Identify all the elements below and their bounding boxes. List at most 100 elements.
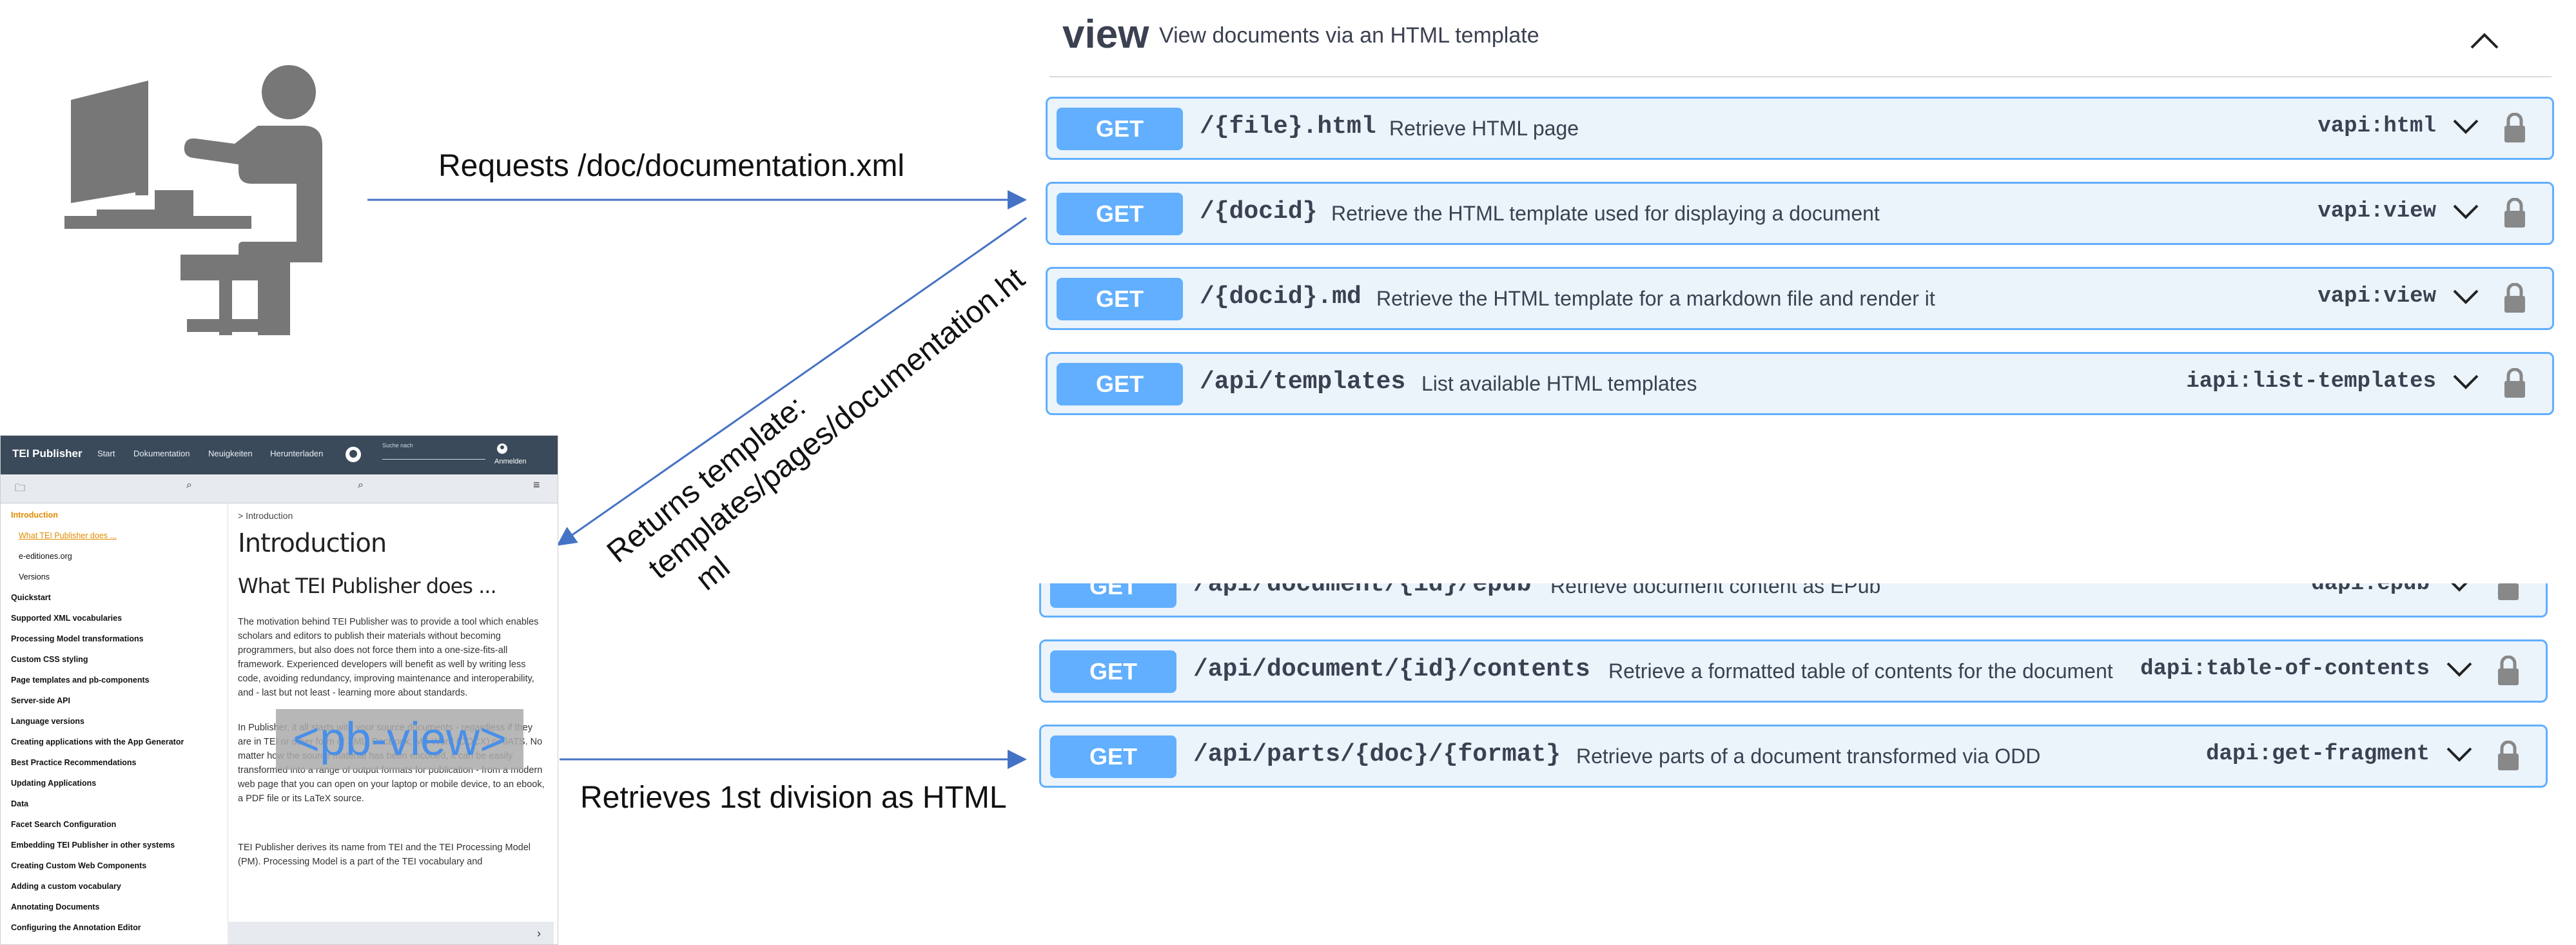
toc-item[interactable]: Embedding TEI Publisher in other systems (11, 841, 175, 850)
fragment-arrow-label: Retrieves 1st division as HTML (580, 781, 1007, 815)
nav-link[interactable]: Herunterladen (270, 449, 324, 458)
operation-summary: Retrieve HTML page (1389, 117, 1579, 140)
toc-item[interactable]: Quickstart (11, 593, 51, 602)
app-toolbar: 🗀 ⌕ ⌕ ≡ (1, 474, 558, 503)
nav-link[interactable]: Neuigkeiten (208, 449, 253, 458)
toc-item[interactable]: e-editiones.org (19, 552, 72, 561)
zoom-icon[interactable]: ⌕ (358, 480, 364, 491)
nav-link[interactable]: Start (97, 449, 115, 458)
toc-item[interactable]: What TEI Publisher does ... (19, 531, 117, 540)
search-icon[interactable]: ⌕ (186, 480, 192, 491)
document-paragraph: TEI Publisher derives its name from TEI … (238, 843, 531, 867)
toc-item[interactable]: Page templates and pb-components (11, 676, 150, 685)
operation-id: vapi:view (2317, 284, 2436, 309)
toc-item[interactable]: Updating Applications (11, 779, 97, 788)
operation-row[interactable]: GET /{docid} Retrieve the HTML template … (1046, 182, 2554, 245)
operation-id: dapi:epub (2311, 583, 2430, 596)
breadcrumb: > Introduction (238, 511, 293, 521)
search-input[interactable] (382, 459, 485, 460)
api-tag-name: view (1062, 12, 1149, 57)
method-badge: GET (1050, 736, 1176, 778)
lock-icon[interactable] (2503, 283, 2526, 314)
chevron-down-icon[interactable] (2452, 372, 2480, 391)
lock-icon[interactable] (2503, 368, 2526, 399)
operation-id: dapi:table-of-contents (2140, 657, 2430, 681)
method-badge: GET (1057, 193, 1183, 235)
operation-path: /api/document/{id}/contents (1193, 656, 1590, 683)
operation-path: /api/parts/{doc}/{format} (1193, 741, 1561, 768)
api-tag-header[interactable]: view View documents via an HTML template (1049, 12, 2552, 77)
document-subheading: What TEI Publisher does ... (238, 574, 497, 598)
toc-item[interactable]: Facet Search Configuration (11, 820, 117, 829)
operation-summary: Retrieve the HTML template used for disp… (1331, 202, 1880, 225)
operation-path: /api/document/{id}/epub (1193, 583, 1532, 598)
toc-item[interactable]: Language versions (11, 717, 84, 726)
operation-path: /api/templates (1200, 368, 1406, 396)
operation-id: iapi:list-templates (2186, 369, 2436, 394)
chevron-up-icon[interactable] (2469, 31, 2500, 50)
operation-path: /{docid}.md (1200, 283, 1361, 311)
operation-row[interactable]: GET /api/templates List available HTML t… (1046, 352, 2554, 415)
chevron-down-icon[interactable] (2452, 117, 2480, 136)
document-paragraph: The motivation behind TEI Publisher was … (238, 617, 539, 698)
chevron-down-icon[interactable] (2445, 745, 2474, 764)
nav-link[interactable]: Dokumentation (133, 449, 190, 458)
clipped-operation-window: GET /api/document/{id}/epub Retrieve doc… (1031, 583, 2566, 619)
toc-item[interactable]: Versions (19, 572, 50, 581)
method-badge: GET (1050, 650, 1176, 693)
menu-icon[interactable]: ≡ (533, 478, 540, 491)
method-badge: GET (1057, 278, 1183, 320)
operation-path: /{docid} (1200, 198, 1318, 226)
folder-icon[interactable]: 🗀 (15, 483, 26, 494)
toc-item[interactable]: Supported XML vocabularies (11, 614, 122, 623)
chevron-down-icon[interactable] (2445, 659, 2474, 679)
app-topbar: TEI Publisher Start Dokumentation Neuigk… (1, 436, 558, 474)
chevron-down-icon[interactable] (2452, 287, 2480, 306)
toc-item[interactable]: Introduction (11, 511, 58, 520)
operation-row[interactable]: GET /api/parts/{doc}/{format} Retrieve p… (1039, 725, 2548, 788)
lock-icon[interactable] (2497, 583, 2520, 601)
document-heading: Introduction (238, 529, 387, 558)
lock-icon[interactable] (2497, 656, 2520, 687)
method-badge: GET (1050, 583, 1176, 608)
operation-row[interactable]: GET /api/document/{id}/contents Retrieve… (1039, 639, 2548, 703)
lock-icon[interactable] (2503, 198, 2526, 229)
tei-publisher-screenshot: TEI Publisher Start Dokumentation Neuigk… (0, 435, 558, 945)
operation-row[interactable]: GET /{docid}.md Retrieve the HTML templa… (1046, 267, 2554, 330)
table-of-contents: Introduction What TEI Publisher does ...… (1, 503, 228, 944)
user-icon[interactable] (497, 443, 507, 454)
chevron-right-icon[interactable]: › (537, 927, 541, 940)
operation-summary: Retrieve a formatted table of contents f… (1608, 659, 2113, 683)
toc-item[interactable]: Best Practice Recommendations (11, 758, 137, 767)
operation-row[interactable]: GET /{file}.html Retrieve HTML page vapi… (1046, 97, 2554, 160)
chevron-down-icon[interactable] (2445, 583, 2474, 594)
method-badge: GET (1057, 108, 1183, 150)
pager-bar[interactable]: › (228, 922, 554, 944)
login-link[interactable]: Anmelden (494, 458, 527, 465)
operation-path: /{file}.html (1200, 113, 1376, 141)
template-return-arrow (556, 217, 1027, 546)
operation-summary: List available HTML templates (1421, 372, 1697, 395)
lock-icon[interactable] (2497, 741, 2520, 772)
search-label: Suche nach (382, 442, 413, 449)
toc-item[interactable]: Adding a custom vocabulary (11, 882, 121, 891)
operation-summary: Retrieve document content as EPub (1550, 583, 1881, 598)
toc-item[interactable]: Configuring the Annotation Editor (11, 923, 141, 932)
operation-row[interactable]: GET /api/document/{id}/epub Retrieve doc… (1039, 583, 2548, 618)
lock-icon[interactable] (2503, 113, 2526, 144)
toc-item[interactable]: Annotating Documents (11, 902, 100, 911)
toc-item[interactable]: Creating applications with the App Gener… (11, 737, 184, 746)
toc-item[interactable]: Creating Custom Web Components (11, 861, 147, 870)
operation-summary: Retrieve parts of a document transformed… (1576, 745, 2041, 768)
operation-id: vapi:html (2317, 114, 2436, 139)
toc-item[interactable]: Data (11, 799, 29, 808)
toc-item[interactable]: Custom CSS styling (11, 655, 88, 664)
toc-item[interactable]: Processing Model transformations (11, 634, 144, 643)
chevron-down-icon[interactable] (2452, 202, 2480, 221)
toc-item[interactable]: Server-side API (11, 696, 70, 705)
github-icon[interactable] (345, 446, 362, 463)
operation-id: dapi:get-fragment (2206, 742, 2430, 766)
api-tag-description: View documents via an HTML template (1159, 23, 1539, 48)
app-logo: TEI Publisher (12, 447, 83, 460)
